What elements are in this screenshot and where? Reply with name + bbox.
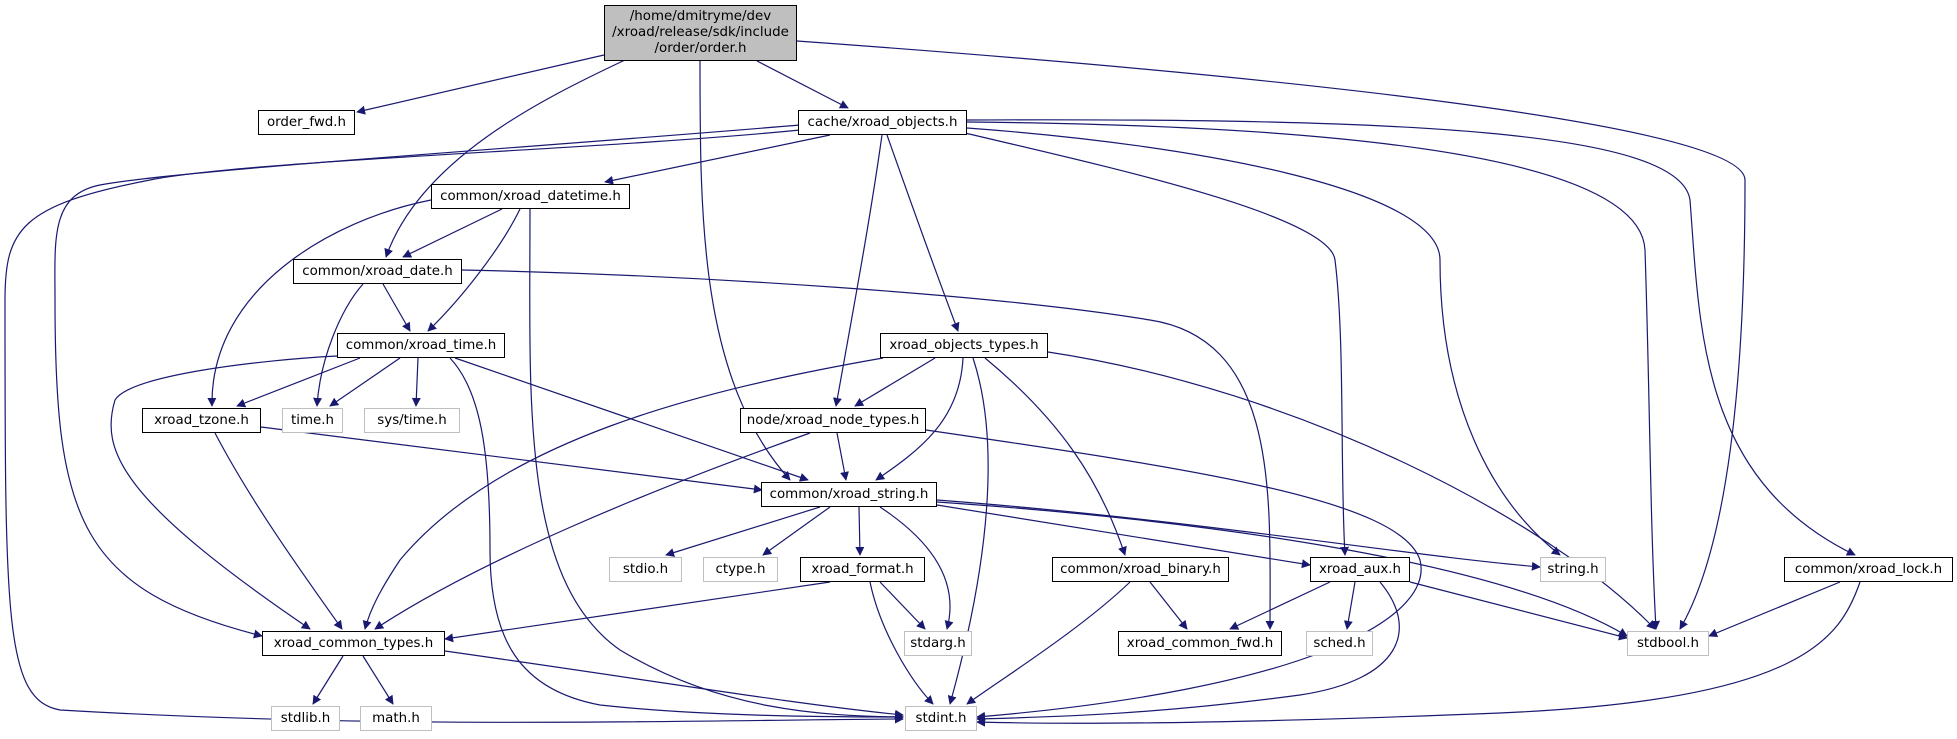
node-aux[interactable]: xroad_aux.h xyxy=(1310,557,1410,582)
node-lock[interactable]: common/xroad_lock.h xyxy=(1784,557,1953,582)
edge-node_types-to-common_types xyxy=(374,432,811,630)
node-common-types[interactable]: xroad_common_types.h xyxy=(262,631,445,656)
edge-datetime-to-stdint_h xyxy=(529,208,904,722)
node-string-h: string.h xyxy=(1540,557,1606,582)
edge-date-to-time xyxy=(382,283,411,332)
edge-string-to-stdio_h xyxy=(665,506,821,557)
edge-common_types-to-math_h xyxy=(362,655,394,705)
node-order: /home/dmitryme/dev /xroad/release/sdk/in… xyxy=(604,5,797,61)
edge-time-to-time_h xyxy=(329,357,401,407)
edge-format-to-stdarg_h xyxy=(879,581,926,630)
edge-lock-to-stdbool_h xyxy=(1708,581,1841,638)
node-stdio-h: stdio.h xyxy=(609,557,682,582)
node-objects-types[interactable]: xroad_objects_types.h xyxy=(880,333,1048,358)
edge-tzone-to-common_types xyxy=(214,432,343,630)
edge-aux-to-sched_h xyxy=(1343,581,1356,630)
edge-datetime-to-tzone xyxy=(207,199,432,407)
root-path-line-2: /xroad/release/sdk/include xyxy=(612,25,789,40)
edge-aux-to-stdbool_h xyxy=(1409,581,1628,641)
edge-binary-to-stdint_h xyxy=(966,581,1131,705)
node-sched-h: sched.h xyxy=(1306,631,1373,656)
root-path-line-1: /home/dmitryme/dev xyxy=(629,9,772,24)
node-stdlib-h: stdlib.h xyxy=(271,706,340,731)
node-ctype-h: ctype.h xyxy=(703,557,778,582)
edge-date-to-common_fwd xyxy=(461,269,1275,630)
node-stdbool-h: stdbool.h xyxy=(1627,631,1709,656)
edge-cache_objects-to-objects_types xyxy=(886,134,960,332)
edge-cache_objects-to-stdbool_h xyxy=(966,121,1661,630)
node-time[interactable]: common/xroad_time.h xyxy=(337,333,505,358)
node-date[interactable]: common/xroad_date.h xyxy=(293,259,462,284)
edge-string-to-stdarg_h xyxy=(879,506,954,630)
edge-string-to-aux xyxy=(936,504,1311,569)
node-sys-time-h: sys/time.h xyxy=(364,408,460,433)
edge-cache_objects-to-node_types xyxy=(832,134,883,407)
edge-date-to-time_h xyxy=(313,283,364,407)
edge-cache_objects-to-datetime xyxy=(604,134,831,185)
root-path-line-3: /order/order.h xyxy=(654,41,747,56)
edge-string-to-string_h xyxy=(936,499,1541,571)
node-node-types[interactable]: node/xroad_node_types.h xyxy=(740,408,926,433)
edge-lock-to-stdint_h xyxy=(976,581,1861,727)
edge-cache_objects-to-lock xyxy=(966,119,1856,556)
edge-datetime-to-time xyxy=(427,208,521,332)
node-math-h: math.h xyxy=(360,706,432,731)
edge-aux-to-common_fwd xyxy=(1229,581,1331,630)
node-order-fwd[interactable]: order_fwd.h xyxy=(258,110,355,135)
edge-aux-to-stdint_h xyxy=(976,581,1400,724)
edge-cache_objects-to-common_types xyxy=(54,124,801,639)
edge-common_types-to-stdlib_h xyxy=(312,655,344,705)
node-cache-objects[interactable]: cache/xroad_objects.h xyxy=(798,110,967,135)
edge-time-to-stdint_h xyxy=(449,357,904,722)
node-time-h: time.h xyxy=(282,408,343,433)
edge-order-to-order_fwd xyxy=(356,54,605,115)
edge-string-to-stdbool_h xyxy=(936,501,1628,637)
node-binary[interactable]: common/xroad_binary.h xyxy=(1052,557,1229,582)
node-tzone[interactable]: xroad_tzone.h xyxy=(142,408,261,433)
node-string[interactable]: common/xroad_string.h xyxy=(761,482,937,507)
edge-node_types-to-string xyxy=(836,432,849,481)
edge-cache_objects-to-string_h xyxy=(966,127,1561,556)
node-common-fwd[interactable]: xroad_common_fwd.h xyxy=(1118,631,1282,656)
edge-datetime-to-date xyxy=(402,208,503,258)
edge-order-to-stdbool_h xyxy=(796,40,1746,630)
edge-cache_objects-to-aux xyxy=(964,132,1350,556)
edge-time-to-sys_time_h xyxy=(411,357,421,407)
edge-order-to-date xyxy=(384,59,626,258)
edge-node_types-to-stdint_h xyxy=(925,429,1422,721)
edge-format-to-common_types xyxy=(444,581,831,643)
edge-objects_types-to-node_types xyxy=(854,357,936,407)
edge-time-to-tzone xyxy=(236,357,361,408)
edge-common_types-to-stdint_h xyxy=(444,650,904,719)
edge-objects_types-to-common_types xyxy=(362,357,884,630)
node-datetime[interactable]: common/xroad_datetime.h xyxy=(431,184,630,209)
node-stdarg-h: stdarg.h xyxy=(904,631,972,656)
edge-time-to-common_types xyxy=(110,355,338,630)
edge-string-to-ctype_h xyxy=(762,506,831,556)
node-stdint-h: stdint.h xyxy=(905,706,977,731)
node-format[interactable]: xroad_format.h xyxy=(800,557,925,582)
edge-string-to-format xyxy=(855,506,865,556)
edge-order-to-cache_objects xyxy=(756,60,849,109)
edge-tzone-to-string xyxy=(260,426,763,494)
edge-format-to-stdint_h xyxy=(869,581,934,705)
edge-binary-to-common_fwd xyxy=(1149,581,1188,630)
edge-order-to-string xyxy=(699,60,791,481)
